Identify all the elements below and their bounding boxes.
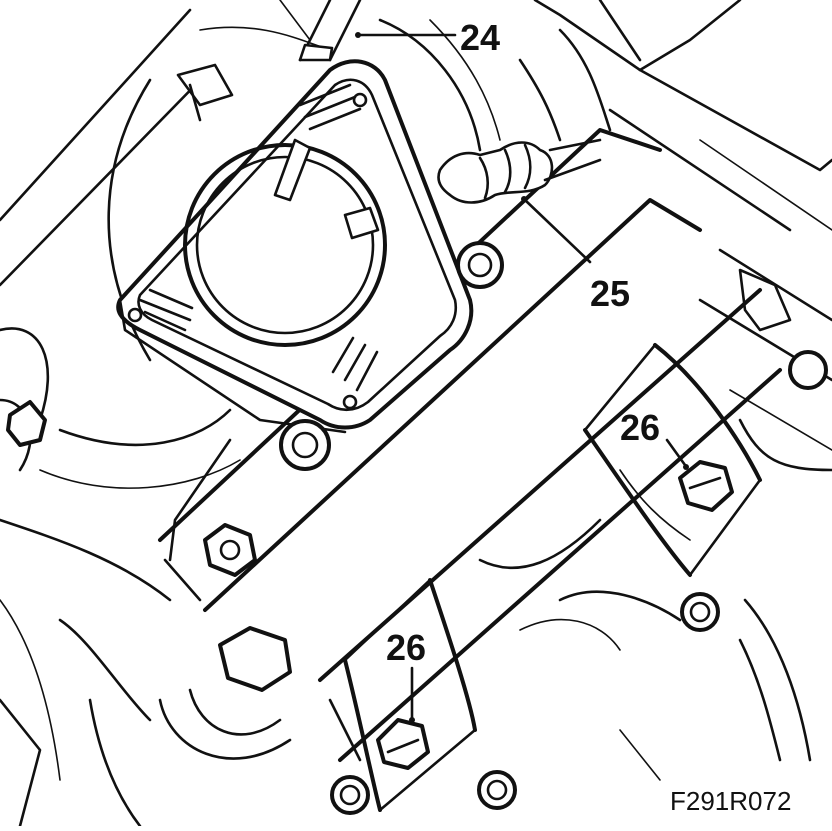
oxygen-sensor [298,0,602,204]
leader-24-dot [355,32,361,38]
callout-label-24: 24 [460,17,500,58]
bolt-far-left [6,400,47,447]
converter-clamp-right [583,343,762,577]
figure-code-backdrop [664,784,814,816]
exhaust-flange [116,59,474,434]
bolt-upper-right [456,241,504,289]
callout-label-26-right: 26 [620,407,660,448]
bolt-bottom-3 [680,592,720,632]
hex-bolt-left-a [203,523,257,577]
heat-shield-bands [158,128,782,762]
callout-label-26-lower: 26 [386,627,426,668]
bolt-far-right [738,268,828,390]
bolt-lower-left [279,419,331,471]
flange-bolts [6,241,828,815]
clamp-bolt-right [678,460,734,512]
figure-code: F291R072 [670,786,791,816]
callout-leaders [355,32,689,723]
leader-26-right-dot [683,464,689,470]
leader-26-right [665,438,687,467]
bolt-bottom-2 [477,770,517,810]
leader-25 [523,198,592,264]
flange-bolt-slots [127,83,379,410]
leader-26-lower-dot [409,717,415,723]
converter-clamp-lower [343,578,477,812]
clamp-bolt-lower [376,718,430,770]
callout-label-25: 25 [590,273,630,314]
bolt-bottom-1 [330,775,370,815]
hex-bolt-left-b [158,626,292,760]
leader-25-dot [521,196,527,202]
